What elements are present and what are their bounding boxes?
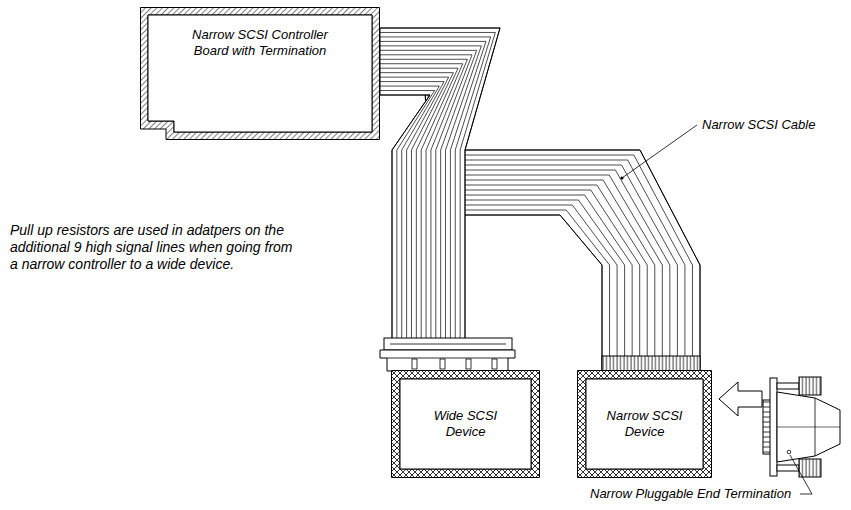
terminator-plug bbox=[763, 377, 840, 477]
hatched-border bbox=[578, 371, 712, 478]
board-outline bbox=[140, 7, 380, 140]
plug-body-seam bbox=[777, 427, 840, 428]
resistor-symbol bbox=[492, 359, 497, 369]
resistor-symbol bbox=[440, 359, 445, 369]
cable-leader bbox=[620, 125, 697, 180]
text-group: Narrow SCSI Controller Board with Termin… bbox=[188, 27, 333, 59]
controller-board: Narrow SCSI Controller Board with Termin… bbox=[140, 7, 380, 140]
thumb-screw bbox=[799, 459, 821, 477]
node-text: Wide SCSI Device bbox=[423, 408, 509, 440]
device-face bbox=[400, 379, 531, 469]
ribbon-cable bbox=[380, 28, 500, 370]
leader-dot bbox=[787, 450, 791, 454]
ribbon-wire bbox=[380, 46, 481, 370]
thumb-screw bbox=[799, 377, 821, 395]
device-face bbox=[586, 379, 703, 469]
ribbon-wire bbox=[380, 59, 467, 370]
insert-arrow bbox=[719, 382, 762, 416]
hatched-border bbox=[141, 8, 380, 140]
ribbon-wire bbox=[380, 59, 655, 370]
adapter-ridge bbox=[390, 344, 506, 345]
leader-line bbox=[790, 455, 812, 494]
leader-line bbox=[622, 125, 697, 178]
callout-label: Narrow Pluggable End Termination bbox=[590, 486, 791, 502]
narrow-connector bbox=[602, 356, 700, 371]
node-text: Narrow SCSI Controller Board with Termin… bbox=[188, 27, 333, 59]
ribbon-wire bbox=[380, 82, 444, 370]
ribbon-wire bbox=[380, 55, 472, 370]
text-group: Wide SCSI Device bbox=[423, 408, 509, 440]
leader-dot bbox=[620, 176, 623, 179]
resistor-symbol bbox=[466, 359, 471, 369]
board-face bbox=[148, 15, 372, 132]
ribbon-wire bbox=[380, 68, 458, 370]
ribbon-wire bbox=[380, 91, 435, 370]
ribbon-wire bbox=[380, 41, 486, 370]
adapter-plug bbox=[384, 338, 512, 350]
ribbon-wire bbox=[380, 77, 449, 370]
ribbon-wire bbox=[380, 64, 463, 370]
device-box: Narrow SCSI Device bbox=[577, 370, 712, 478]
ribbon-wire bbox=[380, 73, 453, 370]
ribbon-wire bbox=[380, 32, 495, 370]
screw-shaft bbox=[777, 383, 799, 389]
device-box: Wide SCSI Device bbox=[391, 370, 540, 478]
note-text: Pull up resistors are used in adatpers o… bbox=[10, 222, 300, 273]
ribbon-wire bbox=[380, 86, 439, 370]
text-group: Narrow SCSI Device bbox=[602, 408, 688, 440]
adapter-edge bbox=[387, 358, 508, 359]
adapter-shell bbox=[380, 350, 515, 371]
ribbon-wire bbox=[380, 37, 491, 370]
resistor-symbol bbox=[412, 359, 417, 369]
callout-label: Narrow SCSI Cable bbox=[702, 117, 815, 133]
hatched-border bbox=[392, 371, 540, 478]
node-text: Narrow SCSI Device bbox=[602, 408, 688, 440]
connector-strip bbox=[602, 356, 700, 371]
wide-adapter bbox=[380, 338, 515, 371]
ribbon-wire bbox=[380, 95, 430, 370]
ribbon-wire bbox=[380, 50, 477, 370]
ribbon-outline bbox=[380, 28, 500, 370]
plug-flange bbox=[770, 378, 777, 476]
plug-body bbox=[777, 392, 840, 462]
cable-group bbox=[380, 28, 700, 370]
ribbon-wire bbox=[380, 28, 500, 370]
